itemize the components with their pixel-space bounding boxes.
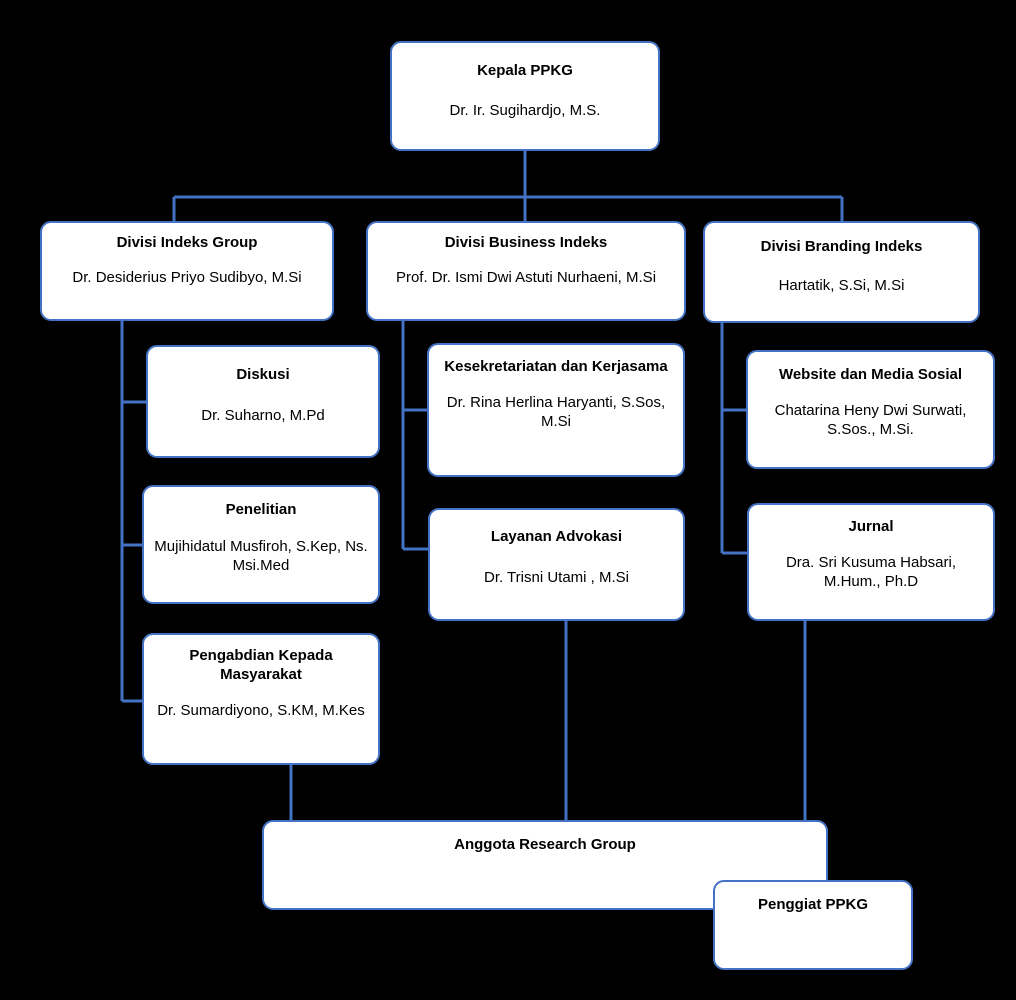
node-kesekretariatan-dan-kerjasama[interactable]: Kesekretariatan dan Kerjasama Dr. Rina H… [427, 343, 685, 477]
node-title: Anggota Research Group [454, 836, 636, 853]
node-pengabdian-kepada-masyarakat[interactable]: Pengabdian Kepada Masyarakat Dr. Sumardi… [142, 633, 380, 765]
node-title: Diskusi [236, 366, 290, 383]
node-person: Chatarina Heny Dwi Surwati, S.Sos., M.Si… [774, 401, 967, 439]
node-person: Dr. Rina Herlina Haryanti, S.Sos, M.Si [446, 393, 666, 431]
node-person: Dra. Sri Kusuma Habsari, M.Hum., Ph.D [785, 553, 957, 591]
node-person: Prof. Dr. Ismi Dwi Astuti Nurhaeni, M.Si [395, 268, 657, 286]
node-jurnal[interactable]: Jurnal Dra. Sri Kusuma Habsari, M.Hum., … [747, 503, 995, 621]
node-layanan-advokasi[interactable]: Layanan Advokasi Dr. Trisni Utami , M.Si [428, 508, 685, 621]
node-title: Website dan Media Sosial [778, 366, 963, 383]
node-divisi-indeks-group[interactable]: Divisi Indeks Group Dr. Desiderius Priyo… [40, 221, 334, 321]
node-person: Dr. Desiderius Priyo Sudibyo, M.Si [72, 268, 302, 286]
node-title: Divisi Branding Indeks [760, 238, 923, 255]
node-kepala-ppkg[interactable]: Kepala PPKG Dr. Ir. Sugihardjo, M.S. [390, 41, 660, 151]
node-penggiat-ppkg[interactable]: Penggiat PPKG [713, 880, 913, 970]
node-person: Mujihidatul Musfiroh, S.Kep, Ns. Msi.Med [154, 537, 368, 575]
node-person: Dr. Ir. Sugihardjo, M.S. [449, 101, 601, 119]
node-divisi-business-indeks[interactable]: Divisi Business Indeks Prof. Dr. Ismi Dw… [366, 221, 686, 321]
node-diskusi[interactable]: Diskusi Dr. Suharno, M.Pd [146, 345, 380, 458]
node-person: Dr. Suharno, M.Pd [201, 406, 325, 424]
node-title: Kepala PPKG [477, 62, 573, 79]
node-title: Pengabdian Kepada Masyarakat [189, 647, 333, 683]
node-title: Layanan Advokasi [490, 528, 623, 545]
node-title: Jurnal [848, 518, 894, 535]
node-person: Hartatik, S.Si, M.Si [778, 276, 905, 294]
node-penelitian[interactable]: Penelitian Mujihidatul Musfiroh, S.Kep, … [142, 485, 380, 604]
node-title: Divisi Indeks Group [116, 234, 258, 251]
node-divisi-branding-indeks[interactable]: Divisi Branding Indeks Hartatik, S.Si, M… [703, 221, 980, 323]
node-title: Divisi Business Indeks [444, 234, 608, 251]
node-person: Dr. Sumardiyono, S.KM, M.Kes [157, 701, 365, 719]
node-title: Kesekretariatan dan Kerjasama [444, 358, 668, 375]
node-website-dan-media-sosial[interactable]: Website dan Media Sosial Chatarina Heny … [746, 350, 995, 469]
node-title: Penelitian [225, 501, 297, 518]
node-person: Dr. Trisni Utami , M.Si [483, 568, 629, 586]
node-title: Penggiat PPKG [757, 896, 869, 913]
